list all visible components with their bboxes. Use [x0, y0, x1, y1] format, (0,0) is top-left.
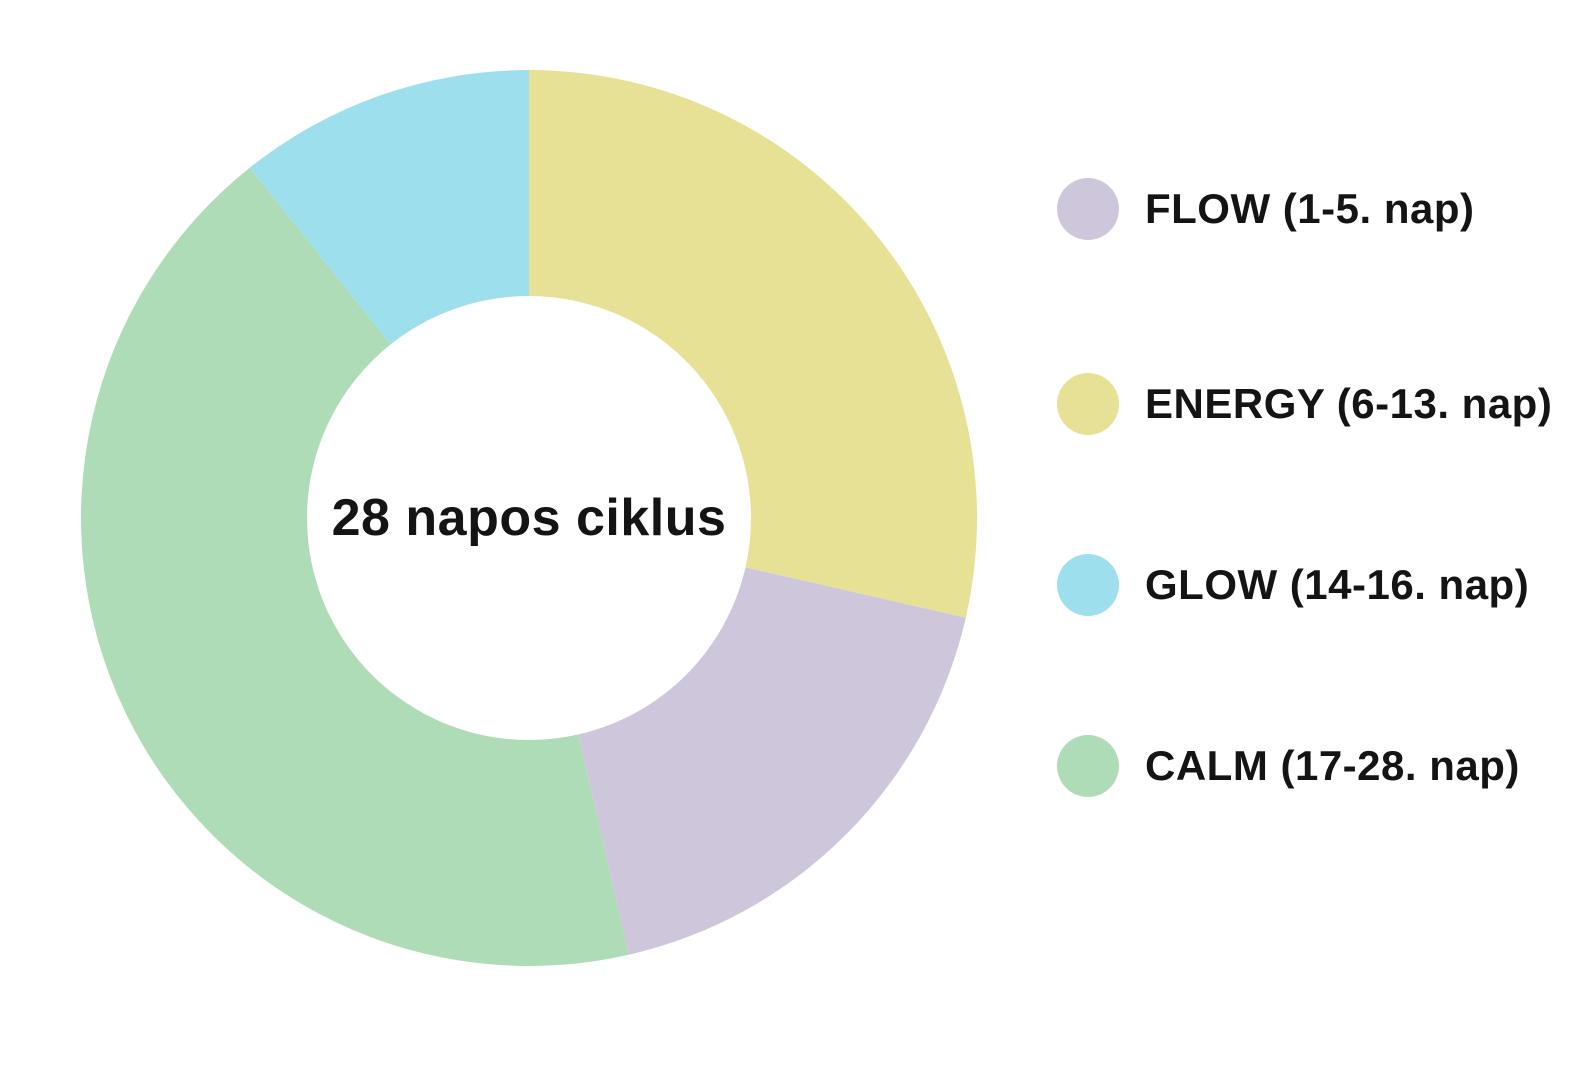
legend-swatch-flow: [1057, 178, 1119, 240]
donut-segment-glow: [249, 70, 529, 345]
legend-label-energy: ENERGY (6-13. nap): [1145, 380, 1553, 427]
legend-label-glow: GLOW (14-16. nap): [1145, 561, 1530, 608]
legend-swatch-energy: [1057, 373, 1119, 435]
legend-item-flow: FLOW (1-5. nap): [1057, 178, 1474, 240]
legend-label-flow: FLOW (1-5. nap): [1145, 185, 1475, 232]
legend-label-calm: CALM (17-28. nap): [1145, 742, 1520, 789]
legend-item-calm: CALM (17-28. nap): [1057, 735, 1520, 797]
legend-swatch-calm: [1057, 735, 1119, 797]
legend-item-energy: ENERGY (6-13. nap): [1057, 373, 1552, 435]
donut-center-label: 28 napos ciklus: [331, 489, 727, 547]
legend: FLOW (1-5. nap) ENERGY (6-13. nap) GLOW …: [1057, 0, 1577, 1080]
donut-segment-flow: [578, 567, 966, 955]
legend-swatch-glow: [1057, 554, 1119, 616]
donut-segment-calm: [81, 167, 629, 967]
donut-segment-energy: [529, 70, 978, 618]
legend-item-glow: GLOW (14-16. nap): [1057, 554, 1529, 616]
